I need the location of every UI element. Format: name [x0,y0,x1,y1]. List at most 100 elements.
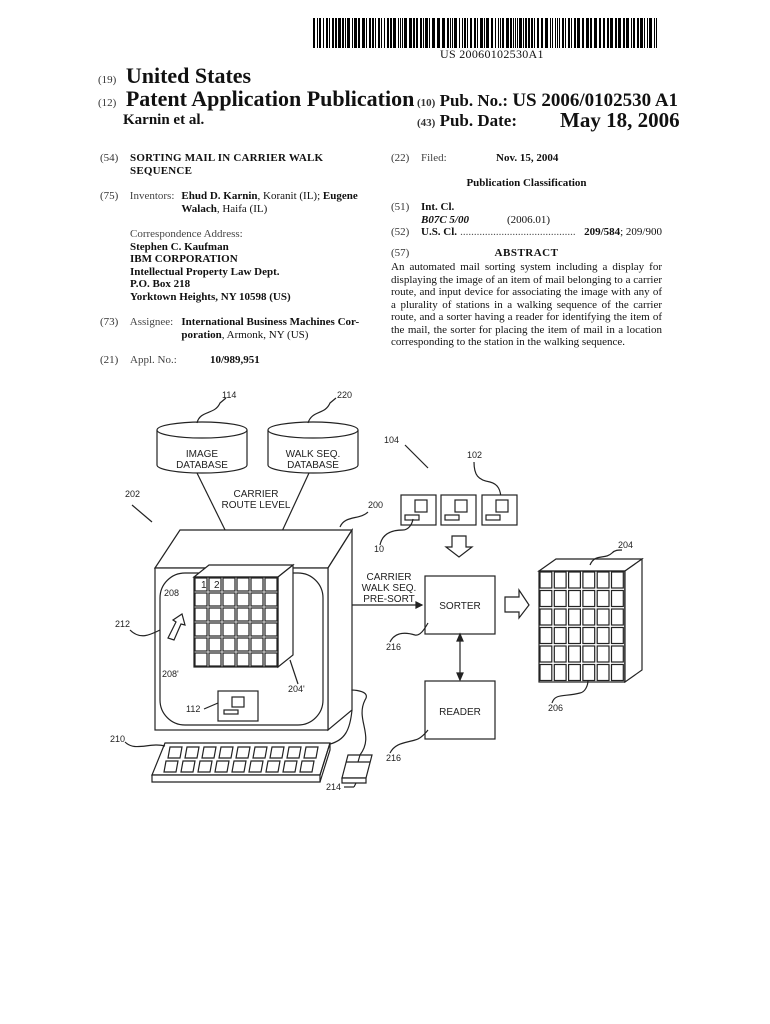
barcode-bar [313,18,315,48]
inventor-2-location: , Haifa (IL) [216,202,268,215]
publication-type-heading: (12) Patent Application Publication [98,86,414,112]
leader-220 [307,397,337,424]
barcode-bar [633,18,636,48]
barcode-bar [432,18,436,48]
ref-202: 202 [125,489,140,499]
bin-cell [582,608,596,626]
inventor-1-name: Ehud D. Karnin [181,190,258,202]
screen-bin-cell [250,607,264,622]
pub-date-label-line: (43) Pub. Date: [417,111,517,131]
country-code: (19) [98,74,117,86]
keyboard-key [218,746,234,759]
barcode-bar [357,18,360,48]
ref-204-prime: 204' [288,684,305,694]
bin-cell [553,645,567,663]
screen-grid-frame [193,576,279,668]
screen-bin-cell [194,652,208,667]
barcode-bar [501,18,504,48]
bin-cell [539,589,553,608]
ref-214: 214 [326,782,341,792]
assignee-field: (73) Assignee: International Business Ma… [100,316,380,341]
keyboard-key [180,760,196,773]
keyboard-key [269,746,285,759]
bin-cell [539,626,553,645]
screen-grid-side [277,563,294,669]
barcode-bar [631,18,633,48]
barcode-bar [477,18,479,48]
barcode-bar [420,18,423,48]
barcode-bar [361,18,365,48]
bin-cell [596,571,610,589]
bin-cell [610,626,624,645]
abstract-code: (57) [391,246,410,259]
right-column: (22) Filed: Nov. 15, 2004 Publication Cl… [391,152,662,349]
bin-cell [582,571,596,589]
screen-bin-cell [222,652,236,667]
barcode-bar [447,18,450,48]
barcode-bar [586,18,590,48]
ref-112: 112 [186,704,200,714]
bin-cell [553,608,567,626]
pub-no-label: Pub. No.: [439,91,509,110]
barcode-bar [518,18,522,48]
screen-bin-cell [194,592,208,607]
barcode-bar [325,18,328,48]
barcode-bar [505,18,509,48]
inventor-1-location: , Koranit (IL); [257,190,323,202]
title-field: (54) SORTING MAIL IN CARRIER WALK SEQUEN… [100,152,380,177]
ref-102: 102 [467,450,482,460]
appl-number: 10/989,951 [210,354,260,366]
screen-bin-cell [236,622,250,637]
screen-bin-cell [250,637,264,652]
barcode-bar [490,18,493,48]
arrow-202 [131,504,153,523]
barcode-bar [577,18,581,48]
country: United States [125,63,252,88]
bin-cell [567,645,581,663]
barcode-bar [409,18,413,48]
screen-bin-cell [222,637,236,652]
bin-cell [539,663,553,682]
barcode-bar [368,18,371,48]
barcode-bar [599,18,602,48]
publication-type: Patent Application Publication [125,86,415,111]
bin-cell [582,589,596,608]
screen-bin-cell [236,577,250,592]
barcode-bar [626,18,630,48]
mouse [341,754,373,784]
workstation-keyboard [404,514,420,521]
assignee-name-1: International Business Machines Cor- [181,316,360,328]
screen-bin-cell [222,622,236,637]
barcode-bar [386,18,389,48]
keyboard-key [184,746,200,759]
sorting-bin-204 [537,557,644,684]
keyboard-cable [329,709,353,745]
keyboard-key [201,746,217,759]
barcode-bar [480,18,483,48]
keyboard-key [167,746,183,759]
barcode-bar [536,18,539,48]
ref-210: 210 [110,734,125,744]
barcode-bar [524,18,527,48]
reader-label: READER [439,707,481,718]
barcode-bar [644,18,646,48]
appl-label: Appl. No.: [130,354,177,366]
keyboard-key [252,746,268,759]
barcode-bar [383,18,385,48]
barcode-bar [341,18,344,48]
barcode-bar [649,18,652,48]
screen-grid-top [192,564,295,578]
barcode-bar [527,18,530,48]
keyboard-key [286,746,302,759]
bin-cell [553,626,567,645]
barcode-bar [549,18,551,48]
barcode-bar [564,18,567,48]
keyboard-key [265,760,281,773]
screen-bin-cell [264,622,278,637]
leader-114 [196,397,227,424]
screen-bin-cell [236,637,250,652]
keyboard-key [303,746,319,759]
int-cl-class: B07C 5/00 [421,213,469,226]
barcode-bar [429,18,431,48]
bin-cell [596,645,610,663]
